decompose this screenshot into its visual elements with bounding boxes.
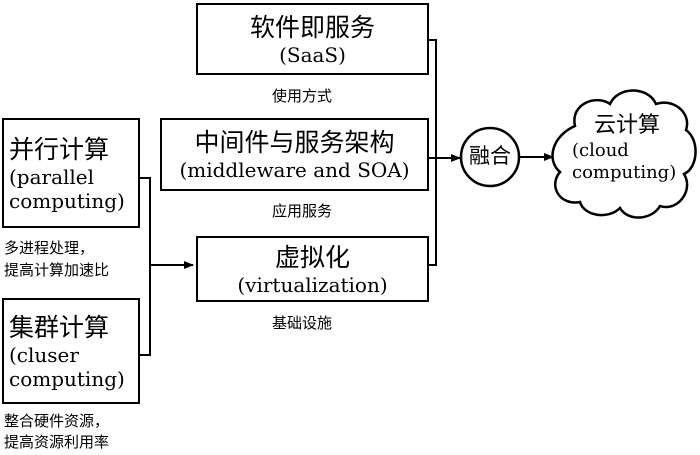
cloud-label: 云计算 (cloud computing)	[572, 112, 692, 184]
middleware-subtitle: (middleware and SOA)	[179, 158, 410, 182]
cluster-subtitle-2: computing)	[9, 366, 125, 391]
virtualization-box: 虚拟化 (virtualization)	[196, 236, 429, 302]
cloud-title: 云计算	[594, 113, 661, 138]
cluster-caption-2: 提高资源利用率	[4, 433, 110, 451]
cloud-subtitle-2: computing)	[572, 162, 677, 183]
parallel-caption-1: 多进程处理，	[4, 239, 95, 257]
parallel-box: 并行计算 (parallel computing)	[2, 118, 140, 228]
left-collector-line	[139, 177, 151, 356]
parallel-subtitle-1: (parallel	[9, 164, 95, 189]
middleware-box: 中间件与服务架构 (middleware and SOA)	[160, 118, 429, 191]
virtualization-subtitle: (virtualization)	[237, 272, 388, 297]
parallel-title: 并行计算	[9, 134, 110, 164]
middleware-title: 中间件与服务架构	[194, 128, 395, 157]
virtualization-caption: 基础设施	[272, 314, 333, 332]
fusion-label: 融合	[469, 144, 511, 168]
saas-connector	[428, 39, 437, 266]
saas-caption: 使用方式	[272, 87, 333, 105]
cloud-subtitle-1: (cloud	[572, 140, 629, 161]
parallel-caption-2: 提高计算加速比	[4, 261, 110, 279]
cluster-box: 集群计算 (cluser computing)	[2, 298, 140, 404]
middleware-caption: 应用服务	[272, 202, 333, 220]
virtualization-title: 虚拟化	[274, 242, 350, 272]
cloud-shape	[551, 89, 697, 219]
cluster-caption-1: 整合硬件资源，	[4, 412, 110, 430]
cluster-title: 集群计算	[9, 312, 110, 342]
saas-subtitle: (SaaS)	[279, 42, 346, 67]
saas-title: 软件即服务	[249, 12, 375, 42]
cluster-subtitle-1: (cluser	[9, 342, 79, 367]
parallel-subtitle-2: computing)	[9, 188, 125, 213]
saas-box: 软件即服务 (SaaS)	[196, 3, 429, 75]
